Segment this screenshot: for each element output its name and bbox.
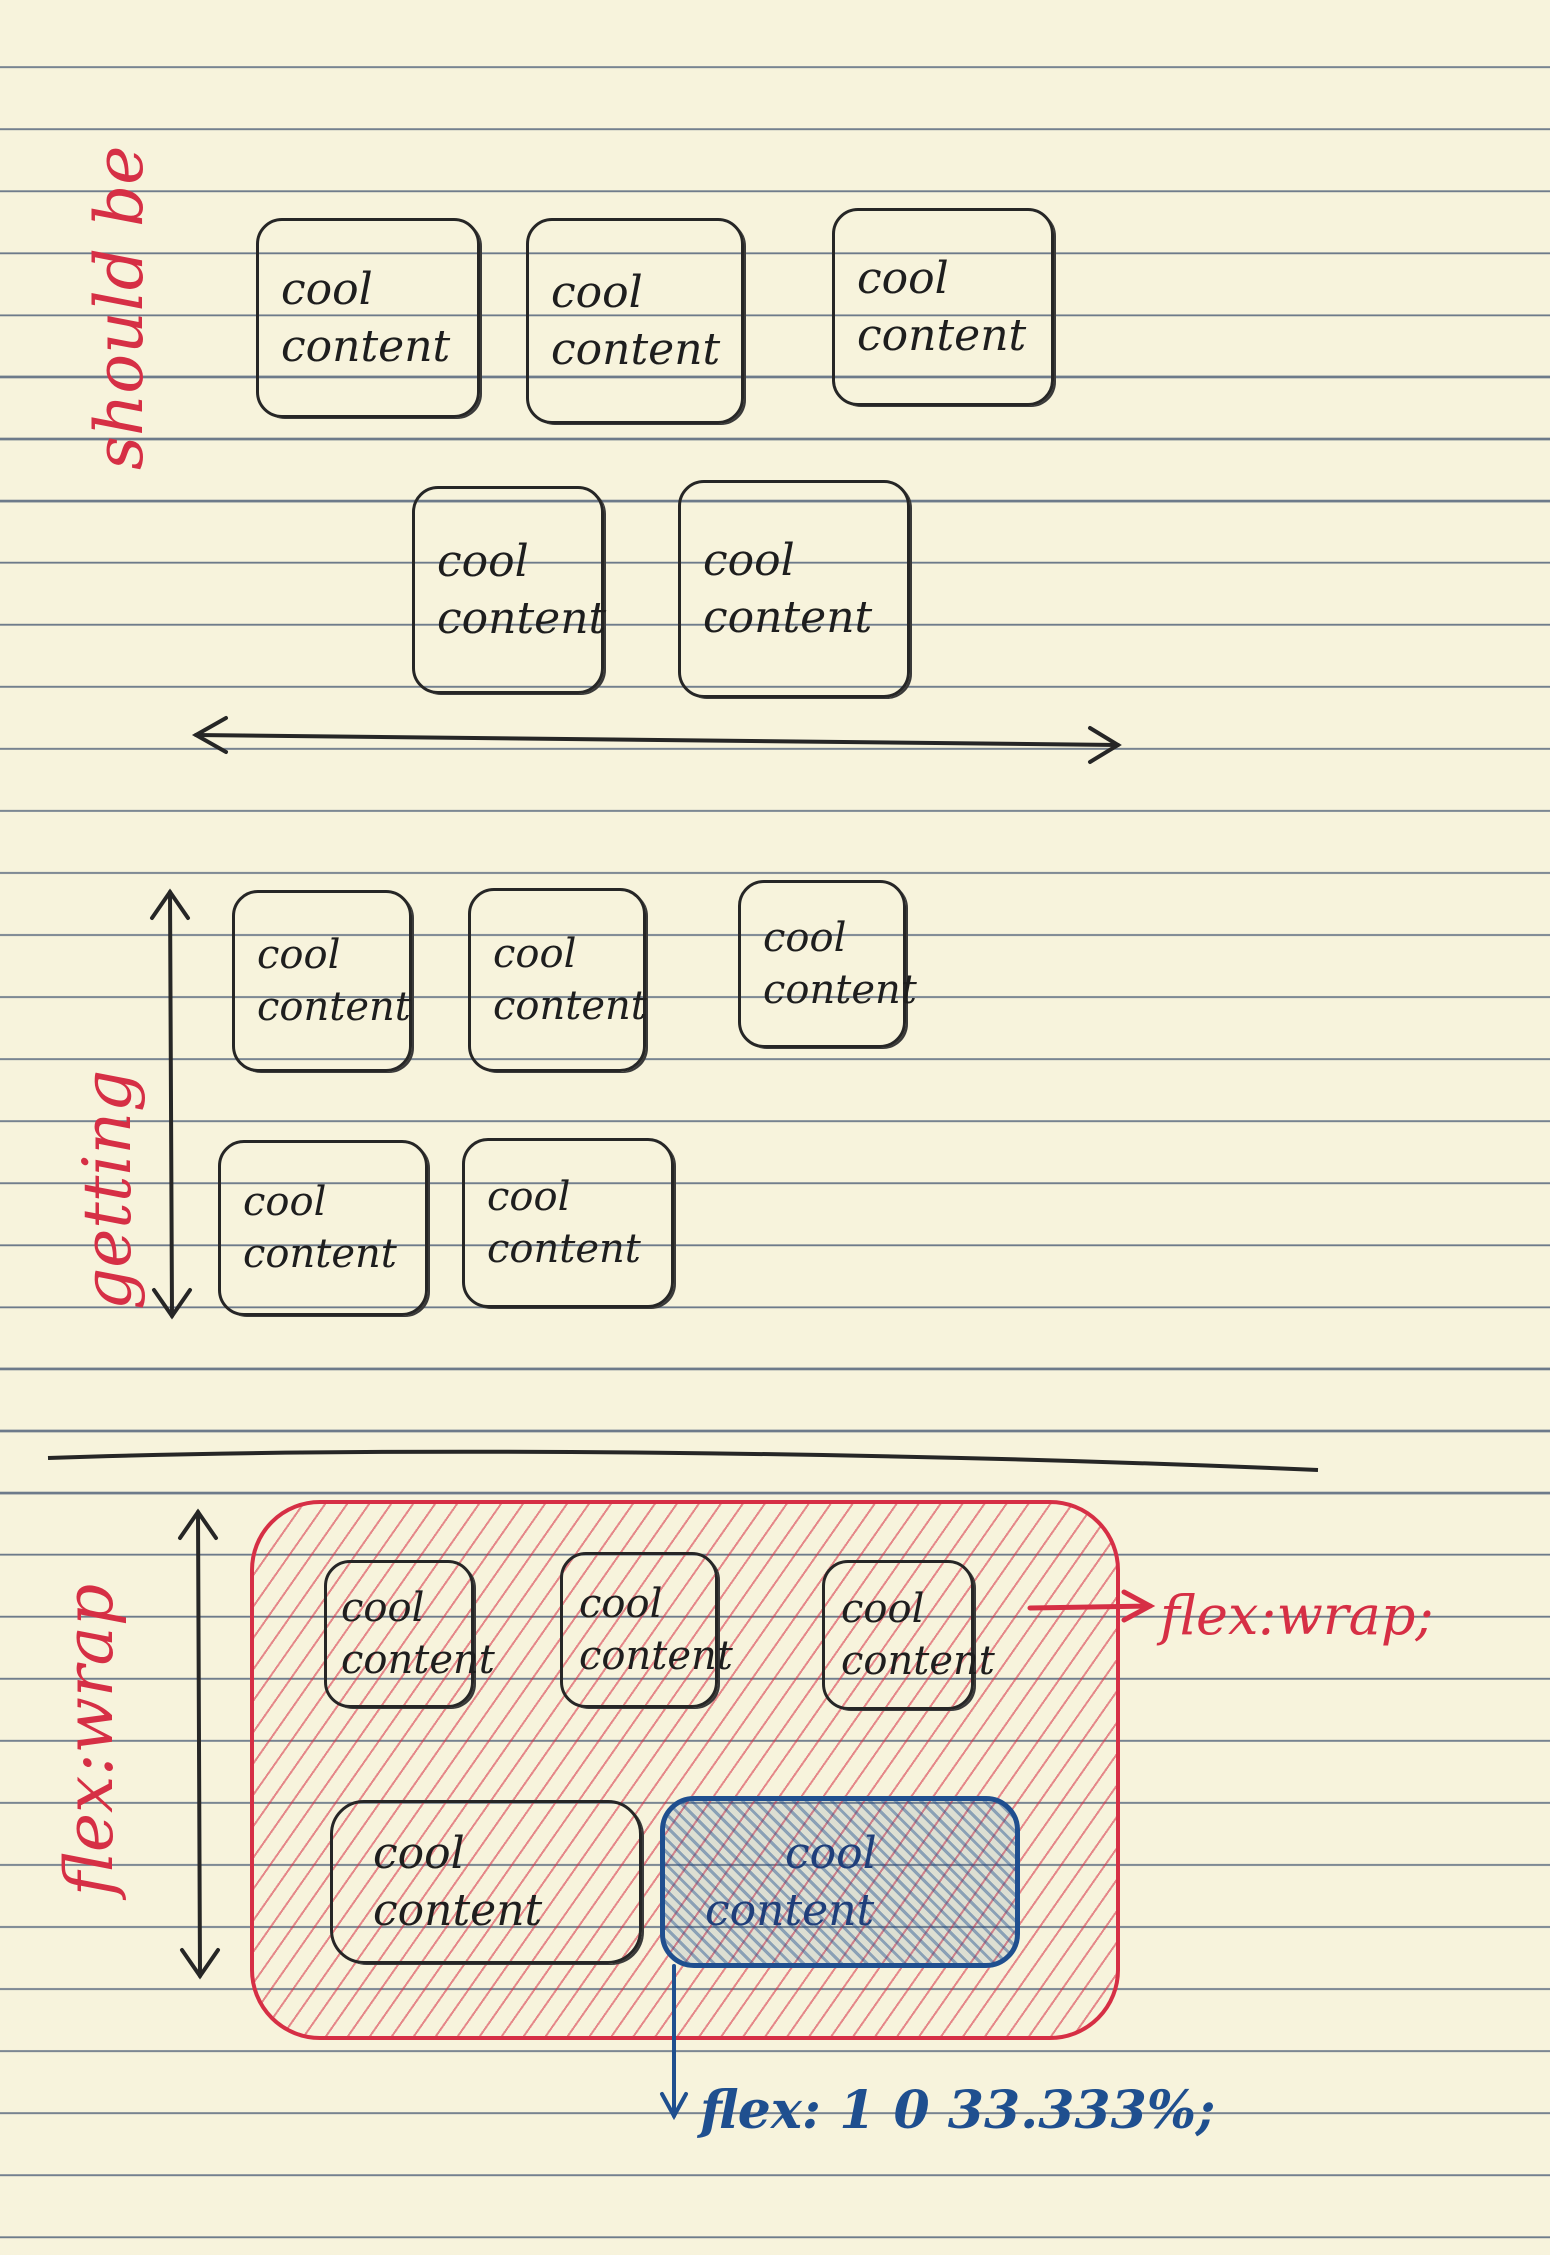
getting-box-1: cool content — [232, 890, 412, 1072]
flex-wrap-box-1: cool content — [324, 1560, 495, 1708]
flex-wrap-annotation: flex:wrap; — [1160, 1584, 1434, 1647]
flex-wrap-box-2: cool content — [560, 1552, 733, 1708]
getting-box-2: cool content — [468, 888, 647, 1072]
getting-vertical-arrow — [150, 888, 192, 1320]
flex-wrap-box-3: cool content — [822, 1560, 995, 1710]
should-be-box-5: cool content — [678, 480, 910, 698]
getting-box-3: cool content — [738, 880, 917, 1048]
horizontal-double-arrow — [191, 716, 1122, 764]
should-be-box-4: cool content — [412, 486, 606, 694]
should-be-box-1: cool content — [256, 218, 480, 418]
getting-box-5: cool content — [462, 1138, 674, 1308]
flex-wrap-vertical-arrow — [178, 1508, 220, 1980]
should-be-box-3: cool content — [832, 208, 1054, 406]
flex-wrap-box-4: cool content — [330, 1800, 642, 1964]
section-divider — [47, 1449, 1319, 1472]
flex-wrap-box-5-highlighted: cool content — [660, 1796, 1020, 1968]
flex-basis-annotation: flex: 1 0 33.333%; — [700, 2080, 1216, 2141]
should-be-box-2: cool content — [526, 218, 744, 424]
blue-pointer-arrow — [660, 1964, 688, 2121]
red-pointer-arrow — [1027, 1589, 1156, 1623]
getting-box-4: cool content — [218, 1140, 428, 1316]
